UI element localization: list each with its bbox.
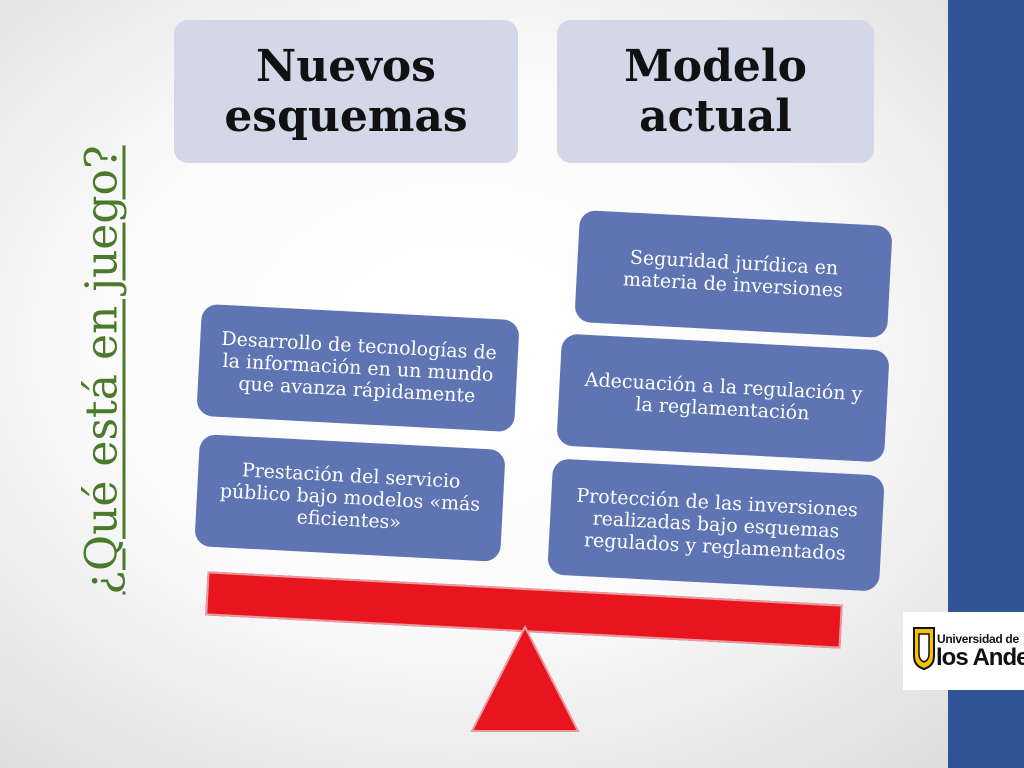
right-item-seguridad: Seguridad jurídica en materia de inversi…	[574, 209, 893, 339]
right-item-adecuacion: Adecuación a la regulación y la reglamen…	[556, 333, 890, 463]
header-modelo-actual: Modelo actual	[557, 20, 874, 163]
university-logo: Universidad de los Andes	[903, 612, 1024, 690]
logo-text-line1: Universidad de	[937, 632, 1019, 646]
university-shield-icon	[913, 627, 935, 670]
left-item-tecnologias: Desarrollo de tecnologías de la informac…	[196, 303, 520, 433]
logo-text-line2: los Andes	[936, 644, 1024, 671]
slide-title: ¿Qué está en juego?	[76, 145, 128, 595]
left-item-prestacion: Prestación del servicio público bajo mod…	[194, 434, 506, 562]
seesaw-fulcrum	[470, 625, 580, 732]
header-nuevos-esquemas: Nuevos esquemas	[174, 20, 518, 163]
right-item-proteccion: Protección de las inversiones realizadas…	[547, 458, 885, 592]
